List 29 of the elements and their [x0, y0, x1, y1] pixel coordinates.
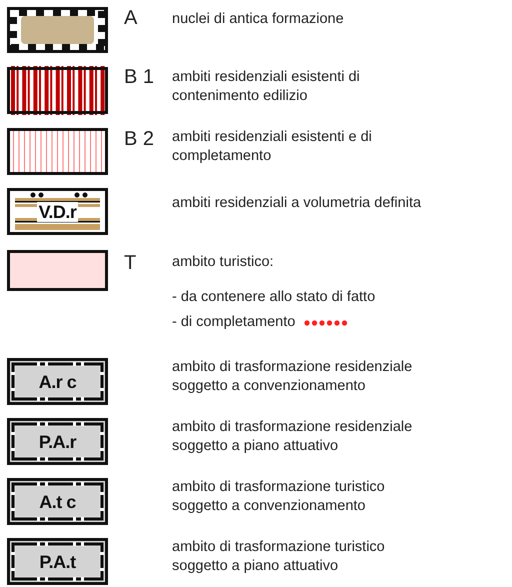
zone-code: P.A.t — [38, 552, 77, 572]
zone-description: nuclei di antica formazione — [172, 10, 345, 29]
zone-swatch — [7, 538, 108, 585]
zone-description: ambito di trasformazione turistico soggetto a piano attuativo — [172, 538, 386, 576]
zone-description: ambito di trasformazione residenziale soggetto a convenzionamento — [172, 358, 414, 396]
zone-swatch — [7, 66, 108, 115]
zone-swatch — [7, 478, 108, 525]
zone-swatch — [7, 358, 108, 405]
zone-letter: T — [124, 252, 136, 274]
zone-code: A.t c — [38, 492, 77, 512]
zone-description: ambito di trasformazione residenziale soggetto a piano attuativo — [172, 418, 414, 456]
zone-description: ambiti residenziali a volumetria definita — [172, 194, 422, 213]
zone-swatch — [7, 250, 108, 291]
zone-swatch — [7, 7, 108, 53]
zone-code: V.D.r — [36, 202, 78, 222]
zone-swatch — [7, 188, 108, 235]
zone-description: - di completamento — [172, 313, 296, 332]
zone-code: P.A.r — [38, 432, 78, 452]
zone-swatch — [7, 128, 108, 175]
zone-description: ambito di trasformazione turistico soggetto a convenzionamento — [172, 478, 386, 516]
zone-letter: B 2 — [124, 128, 154, 150]
zone-code: A.r c — [38, 372, 78, 392]
zone-description: ambiti residenziali esistenti di contenimento edilizio — [172, 68, 361, 106]
zone-letter: B 1 — [124, 66, 154, 88]
zone-description: ambito turistico: — [172, 253, 275, 272]
zone-description: ambiti residenziali esistenti e di completamento — [172, 128, 373, 166]
zone-swatch — [7, 418, 108, 465]
zone-description: - da contenere allo stato di fatto — [172, 288, 376, 307]
zone-letter: A — [124, 7, 138, 29]
